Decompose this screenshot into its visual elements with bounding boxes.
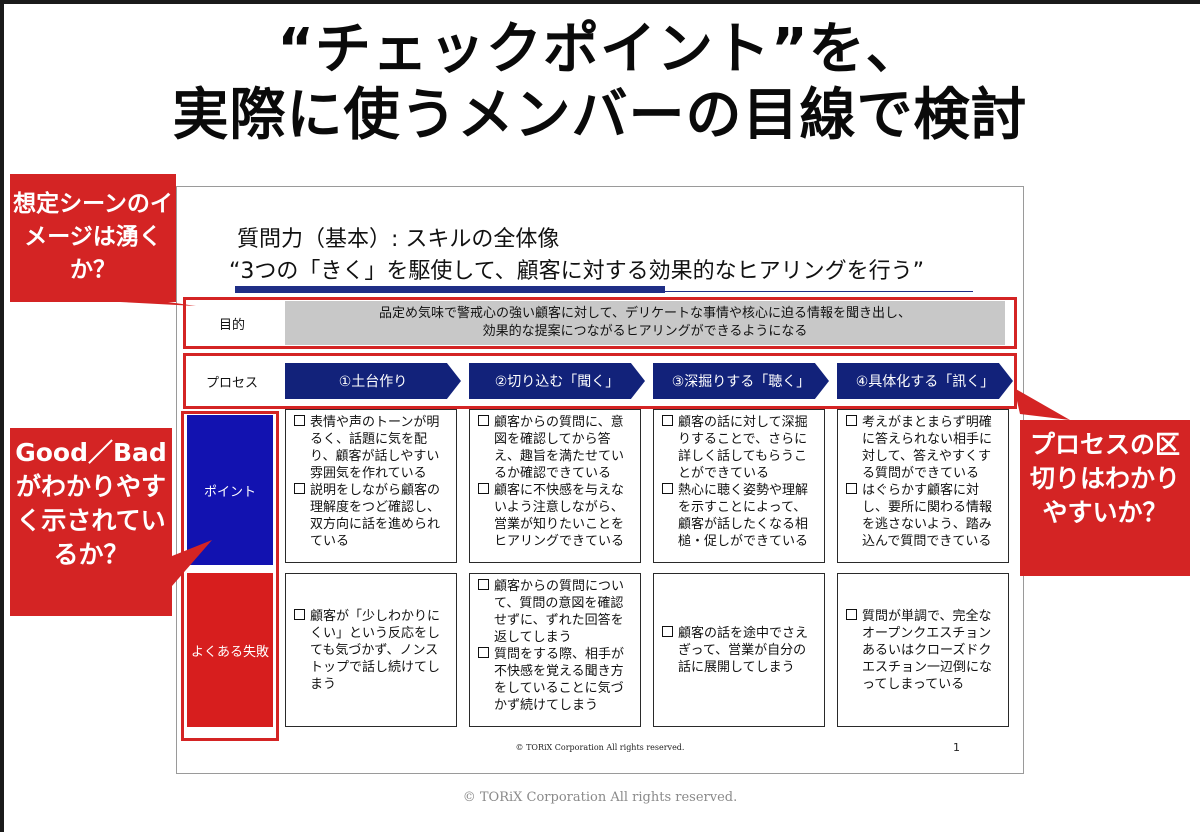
purpose-label: 目的 xyxy=(189,303,275,343)
headline-line-1: “チェックポイント”を、 xyxy=(277,17,923,82)
checkbox-icon xyxy=(478,647,489,658)
slide-subtitle: “3つの「きく」を駆使して、顧客に対する効果的なヒアリングを行う” xyxy=(229,259,925,284)
slide-thumbnail: 質問力（基本）: スキルの全体像 “3つの「きく」を駆使して、顧客に対する効果的… xyxy=(176,186,1024,774)
fail-row-label: よくある失敗 xyxy=(187,573,273,727)
checkbox-icon xyxy=(846,415,857,426)
checkbox-icon xyxy=(478,415,489,426)
fail-cell-2: 顧客からの質問について、質問の意図を確認せずに、ずれた回答を返してしまう 質問を… xyxy=(469,573,641,727)
checkbox-icon xyxy=(294,483,305,494)
scene-callout: 想定シーンのイメージは湧くか？ xyxy=(10,174,176,302)
point-cell-4: 考えがまとまらず明確に答えられない相手に対して、答えやすくする質問ができている … xyxy=(837,409,1009,563)
fail-text: 顧客が「少しわかりにくい」という反応をしても気づかず、ノンストップで話し続けてし… xyxy=(310,608,441,692)
checkbox-icon xyxy=(662,415,673,426)
process-step-3: ③深掘りする「聴く」 xyxy=(653,363,829,399)
point-cell-2: 顧客からの質問に、意図を確認してから答え、趣旨を満たせているか確認できている 顧… xyxy=(469,409,641,563)
fail-text: 質問が単調で、完全なオープンクエスチョンあるいはクローズドクエスチョン一辺倒にな… xyxy=(862,608,993,692)
purpose-text-box: 品定め気味で警戒心の強い顧客に対して、デリケートな事情や核心に迫る情報を聞き出し… xyxy=(285,301,1005,345)
point-text: 熱心に聴く姿勢や理解を示すことによって、顧客が話したくなる相槌・促しができている xyxy=(678,483,809,549)
point-text: 考えがまとまらず明確に答えられない相手に対して、答えやすくする質問ができている xyxy=(862,415,993,481)
point-text: 顧客に不快感を与えないよう注意しながら、営業が知りたいことをヒアリングできている xyxy=(494,483,625,549)
fail-text: 質問をする際、相手が不快感を覚える聞き方をしていることに気づかず続けてしまう xyxy=(494,647,625,713)
title-underline-line xyxy=(665,291,973,292)
process-step-2: ②切り込む「聞く」 xyxy=(469,363,645,399)
process-step-1: ①土台作り xyxy=(285,363,461,399)
checkbox-icon xyxy=(478,579,489,590)
purpose-line-2: 効果的な提案につながるヒアリングができるようになる xyxy=(482,324,808,339)
checkbox-icon xyxy=(478,483,489,494)
checkbox-icon xyxy=(294,415,305,426)
fail-cell-1: 顧客が「少しわかりにくい」という反応をしても気づかず、ノンストップで話し続けてし… xyxy=(285,573,457,727)
point-cell-3: 顧客の話に対して深掘りすることで、さらに詳しく話してもらうことができている 熱心… xyxy=(653,409,825,563)
point-text: 表情や声のトーンが明るく、話題に気を配り、顧客が話しやすい雰囲気を作れている xyxy=(310,415,440,481)
point-text: 説明をしながら顧客の理解度をつど確認し、双方向に話を進められている xyxy=(310,483,441,549)
process-label: プロセス xyxy=(189,363,275,399)
process-step-4: ④具体化する「訊く」 xyxy=(837,363,1013,399)
point-text: 顧客からの質問に、意図を確認してから答え、趣旨を満たせているか確認できている xyxy=(494,415,625,481)
point-row-label: ポイント xyxy=(187,415,273,565)
slide-title: 質問力（基本）: スキルの全体像 xyxy=(237,227,560,252)
fail-text: 顧客からの質問について、質問の意図を確認せずに、ずれた回答を返してしまう xyxy=(494,579,625,645)
page-copyright: © TORiX Corporation All rights reserved. xyxy=(462,790,738,805)
checkbox-icon xyxy=(846,483,857,494)
left-border xyxy=(0,0,4,832)
headline-line-2: 実際に使うメンバーの目線で検討 xyxy=(172,83,1028,148)
checkbox-icon xyxy=(662,625,673,637)
fail-cell-3: 顧客の話を途中でさえぎって、営業が自分の話に展開してしまう xyxy=(653,573,825,727)
process-callout: プロセスの区切りはわかりやすいか？ xyxy=(1020,420,1190,576)
point-text: 顧客の話に対して深掘りすることで、さらに詳しく話してもらうことができている xyxy=(678,415,808,481)
slide-page-number: 1 xyxy=(953,741,960,754)
slide-copyright: © TORiX Corporation All rights reserved. xyxy=(515,743,685,752)
process-highlight-frame xyxy=(183,353,1017,409)
goodbad-callout: Good／Badがわかりやすく示されているか？ xyxy=(10,428,172,616)
checkbox-icon xyxy=(662,483,673,494)
point-cell-1: 表情や声のトーンが明るく、話題に気を配り、顧客が話しやすい雰囲気を作れている 説… xyxy=(285,409,457,563)
checkbox-icon xyxy=(846,608,857,620)
purpose-highlight-frame xyxy=(183,297,1017,349)
checkbox-icon xyxy=(294,608,305,620)
point-text: はぐらかす顧客に対し、要所に関わる情報を逃さないよう、踏み込んで質問できている xyxy=(862,483,993,549)
title-underline-bar xyxy=(235,286,665,293)
top-border xyxy=(0,0,1200,4)
fail-cell-4: 質問が単調で、完全なオープンクエスチョンあるいはクローズドクエスチョン一辺倒にな… xyxy=(837,573,1009,727)
purpose-line-1: 品定め気味で警戒心の強い顧客に対して、デリケートな事情や核心に迫る情報を聞き出し… xyxy=(379,306,911,321)
fail-text: 顧客の話を途中でさえぎって、営業が自分の話に展開してしまう xyxy=(678,625,809,675)
